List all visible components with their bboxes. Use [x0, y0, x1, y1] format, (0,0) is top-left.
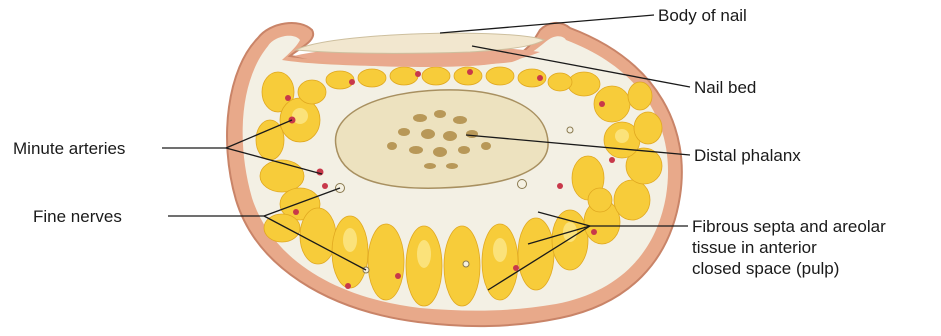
label-fibrous-septa-line-2: tissue in anterior [692, 238, 817, 257]
label-nail-bed: Nail bed [694, 78, 756, 97]
label-distal-phalanx: Distal phalanx [694, 146, 801, 165]
label-fine-nerves: Fine nerves [33, 207, 122, 226]
label-body-of-nail: Body of nail [658, 6, 747, 25]
label-fibrous-septa-line-1: Fibrous septa and areolar [692, 217, 886, 236]
label-fibrous-septa-line-3: closed space (pulp) [692, 259, 839, 278]
label-minute-arteries: Minute arteries [13, 139, 125, 158]
